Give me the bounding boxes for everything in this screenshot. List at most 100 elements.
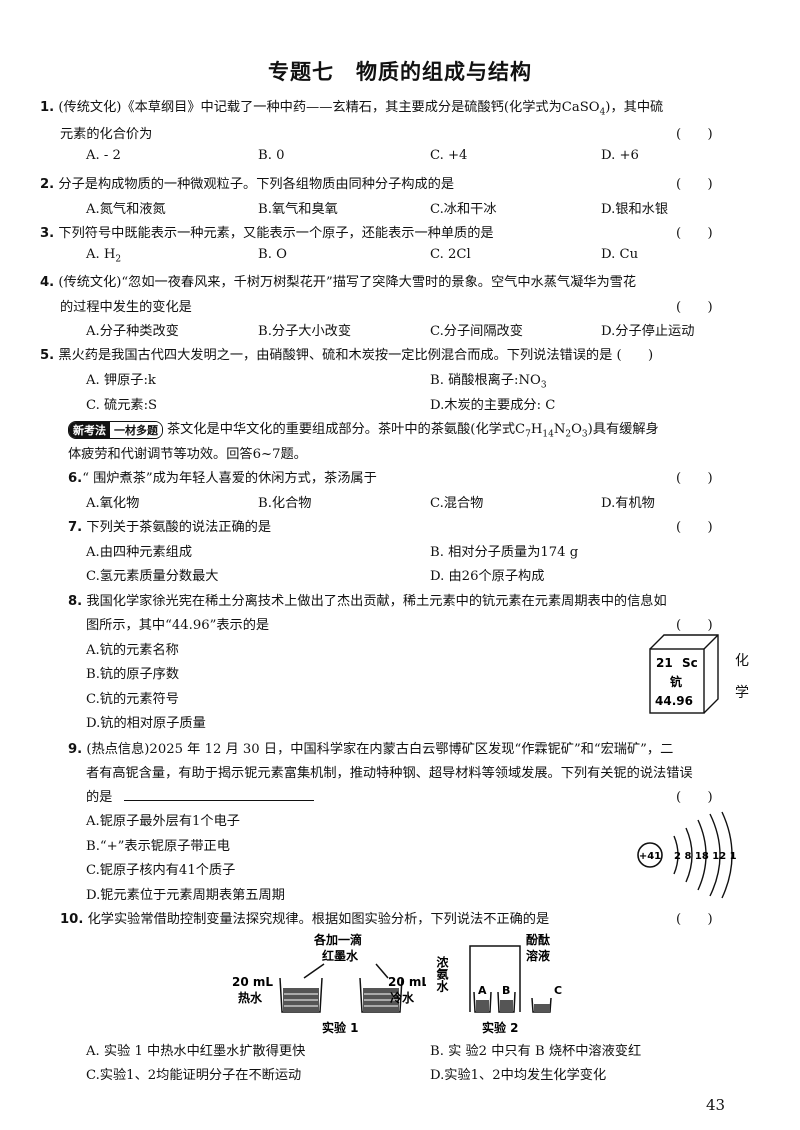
experiment-2-diagram: 浓氨水 酚酞 溶液 A B C 实验 2 bbox=[435, 932, 562, 1035]
answer-paren[interactable]: ( ) bbox=[676, 790, 713, 805]
element-mass: 44.96 bbox=[655, 694, 693, 708]
option-d[interactable]: D. +6 bbox=[601, 148, 639, 163]
option-c[interactable]: C.实验1、2均能证明分子在不断运动 bbox=[86, 1068, 302, 1083]
element-tile-diagram: 21 Sc 钪 44.96 bbox=[649, 634, 719, 714]
option-c[interactable]: C.钪的元素符号 bbox=[86, 692, 179, 707]
page-title: 专题七 物质的组成与结构 bbox=[268, 60, 532, 84]
option-a[interactable]: A. 钾原子:k bbox=[86, 373, 156, 388]
answer-paren[interactable]: ( ) bbox=[676, 177, 713, 192]
question-text: 分子是构成物质的一种微观粒子。下列各组物质由同种分子构成的是 bbox=[58, 177, 455, 192]
option-b[interactable]: B.氧气和臭氧 bbox=[258, 202, 338, 217]
option-a[interactable]: A.钪的元素名称 bbox=[86, 643, 179, 658]
exp2-beaker-a: A bbox=[478, 984, 487, 997]
option-a[interactable]: A.由四种元素组成 bbox=[86, 545, 193, 560]
option-d[interactable]: D.银和水银 bbox=[601, 202, 669, 217]
option-c[interactable]: C.氢元素质量分数最大 bbox=[86, 569, 219, 584]
option-b[interactable]: B. 硝酸根离子:NO3 bbox=[430, 373, 547, 391]
answer-paren[interactable]: ( ) bbox=[676, 300, 713, 315]
question-number: 7. bbox=[68, 520, 83, 535]
option-b[interactable]: B. 实 验2 中只有 B 烧杯中溶液变红 bbox=[430, 1044, 642, 1059]
formula-subscript: 4 bbox=[599, 107, 606, 118]
option-a[interactable]: A.分子种类改变 bbox=[86, 324, 179, 339]
question-text: (传统文化)《本草纲目》中记载了一种中药——玄精石，其主要成分是硫酸钙(化学式为… bbox=[58, 100, 600, 115]
option-a[interactable]: A.氮气和液氮 bbox=[86, 202, 166, 217]
option-a[interactable]: A.氧化物 bbox=[86, 496, 140, 511]
question-text: 图所示，其中“44.96”表示的是 bbox=[86, 618, 270, 633]
nucleus-circle bbox=[637, 842, 663, 868]
question-number: 10. bbox=[60, 912, 84, 927]
question-text: 黑火药是我国古代四大发明之一，由硝酸钾、硫和木炭按一定比例混合而成。下列说法错误… bbox=[58, 348, 654, 363]
option-b[interactable]: B. 相对分子质量为174 g bbox=[430, 545, 579, 560]
question-text: 化学实验常借助控制变量法探究规律。根据如图实验分析，下列说法不正确的是 bbox=[87, 912, 550, 927]
page-number: 43 bbox=[706, 1096, 726, 1114]
option-c[interactable]: C.铌原子核内有41个质子 bbox=[86, 863, 236, 878]
option-d[interactable]: D.分子停止运动 bbox=[601, 324, 695, 339]
option-a[interactable]: A. 实验 1 中热水中红墨水扩散得更快 bbox=[86, 1044, 306, 1059]
exp1-caption: 实验 1 bbox=[322, 1020, 359, 1035]
atomic-structure-diagram: +41 2 8 18 12 1 bbox=[637, 811, 737, 899]
option-c[interactable]: C.冰和干冰 bbox=[430, 202, 497, 217]
exp2-caption: 实验 2 bbox=[482, 1020, 519, 1035]
element-symbol: Sc bbox=[682, 656, 698, 670]
option-c[interactable]: C.混合物 bbox=[430, 496, 484, 511]
option-d[interactable]: D.有机物 bbox=[601, 496, 655, 511]
stem-text: 茶文化是中华文化的重要组成部分。茶叶中的茶氨酸(化学式C bbox=[167, 422, 526, 437]
question-text: “ 围炉煮茶”成为年轻人喜爱的休闲方式，茶汤属于 bbox=[82, 471, 377, 486]
exp2-beaker-b: B bbox=[502, 984, 510, 997]
exp2-label-phenolphthalein-1: 酚酞 bbox=[526, 932, 550, 947]
question-text: 下列符号中既能表示一种元素，又能表示一个原子，还能表示一种单质的是 bbox=[58, 226, 494, 241]
answer-paren[interactable]: ( ) bbox=[676, 520, 713, 535]
exp1-label-right1: 20 mL bbox=[388, 975, 426, 989]
option-b[interactable]: B.化合物 bbox=[258, 496, 312, 511]
option-d[interactable]: D.钪的相对原子质量 bbox=[86, 716, 206, 731]
exp2-beaker-c: C bbox=[554, 984, 562, 997]
answer-blank[interactable] bbox=[124, 788, 315, 801]
question-text: 元素的化合价为 bbox=[60, 127, 153, 142]
question-text: (热点信息)2025 年 12 月 30 日，中国科学家在内蒙古白云鄂博矿区发现… bbox=[86, 742, 674, 757]
stem-text: 体疲劳和代谢调节等功效。回答6~7题。 bbox=[68, 447, 307, 462]
question-number: 3. bbox=[40, 226, 55, 241]
side-tab-char: 化 bbox=[735, 653, 749, 669]
option-b[interactable]: B.分子大小改变 bbox=[258, 324, 352, 339]
answer-paren[interactable]: ( ) bbox=[676, 912, 713, 927]
option-b[interactable]: B. 0 bbox=[258, 148, 285, 163]
option-a[interactable]: A. - 2 bbox=[86, 148, 121, 163]
answer-paren[interactable]: ( ) bbox=[676, 471, 713, 486]
option-b[interactable]: B.“+”表示铌原子带正电 bbox=[86, 839, 230, 854]
exp2-label-phenolphthalein-2: 溶液 bbox=[526, 948, 550, 963]
question-number: 4. bbox=[40, 275, 55, 290]
exp1-label-top1: 各加一滴 bbox=[313, 932, 362, 947]
option-c[interactable]: C. +4 bbox=[430, 148, 468, 163]
question-number: 1. bbox=[40, 100, 55, 115]
option-d[interactable]: D.木炭的主要成分: C bbox=[430, 398, 556, 413]
question-text: )，其中硫 bbox=[605, 100, 664, 115]
answer-paren[interactable]: ( ) bbox=[676, 618, 713, 633]
option-a[interactable]: A. H2 bbox=[86, 247, 122, 265]
element-atomic-number: 21 bbox=[656, 656, 673, 670]
question-text: 的过程中发生的变化是 bbox=[60, 300, 192, 315]
exp1-label-right2: 冷水 bbox=[390, 990, 415, 1005]
option-c[interactable]: C.分子间隔改变 bbox=[430, 324, 523, 339]
answer-paren[interactable]: ( ) bbox=[676, 127, 713, 142]
option-d[interactable]: D. 由26个原子构成 bbox=[430, 569, 545, 584]
answer-paren[interactable]: ( ) bbox=[676, 226, 713, 241]
option-c[interactable]: C. 硫元素:S bbox=[86, 398, 158, 413]
question-text: 的是 bbox=[86, 790, 113, 805]
element-name: 钪 bbox=[670, 674, 682, 689]
experiment-1-diagram: 各加一滴 红墨水 20 mL 热水 20 mL bbox=[232, 932, 426, 1035]
option-d[interactable]: D.实验1、2中均发生化学变化 bbox=[430, 1068, 607, 1083]
option-d[interactable]: D. Cu bbox=[601, 247, 639, 262]
option-a[interactable]: A.铌原子最外层有1个电子 bbox=[86, 814, 240, 829]
exp1-label-left2: 热水 bbox=[238, 990, 263, 1005]
option-d[interactable]: D.铌元素位于元素周期表第五周期 bbox=[86, 888, 285, 903]
option-c[interactable]: C. 2Cl bbox=[430, 247, 471, 262]
option-b[interactable]: B.钪的原子序数 bbox=[86, 667, 180, 682]
option-b[interactable]: B. O bbox=[258, 247, 287, 262]
electron-shells: 2 8 18 12 1 bbox=[674, 851, 737, 862]
exp1-label-left1: 20 mL bbox=[232, 975, 273, 989]
question-number: 8. bbox=[68, 594, 83, 609]
question-number: 2. bbox=[40, 177, 55, 192]
side-tab-char: 学 bbox=[735, 685, 749, 701]
nucleus-charge: +41 bbox=[639, 851, 661, 862]
